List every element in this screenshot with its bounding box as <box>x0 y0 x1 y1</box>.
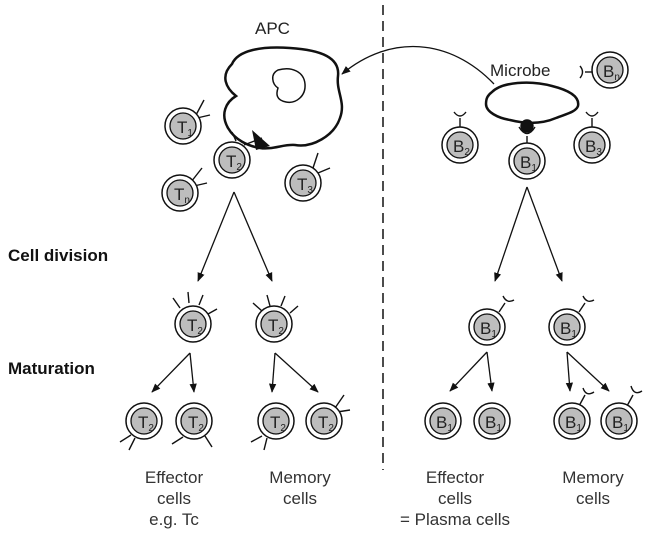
cell-b1-memory-2 <box>600 385 643 440</box>
cell-t2 <box>213 131 263 179</box>
t-effector-caption-line-3: e.g. Tc <box>149 510 199 529</box>
cell-b1-division-right <box>548 295 595 346</box>
cell-b2 <box>441 111 479 164</box>
cell-t2-effector-2-letter: T2 <box>188 413 204 434</box>
b-arrows <box>449 186 610 392</box>
cell-bn <box>579 51 629 89</box>
cell-b1-effector-2 <box>473 402 511 440</box>
cell-b1-effector-1-letter: B1 <box>436 413 453 434</box>
cell-t2-division-left <box>172 291 218 343</box>
cell-t2-memory-2-letter: T2 <box>318 413 334 434</box>
uptake-arrow <box>341 46 495 85</box>
cell-b1-division-left <box>468 295 515 346</box>
t-memory-caption: Memory cells <box>250 467 350 509</box>
b-memory-caption-line-2: cells <box>575 489 610 508</box>
cell-b1-letter: B1 <box>520 153 537 174</box>
t-effector-caption: Effector cells e.g. Tc <box>124 467 224 530</box>
cell-bn-letter: Bn <box>603 62 620 83</box>
cell-tn-letter: Tn <box>174 185 190 206</box>
cell-t2-memory-1 <box>250 402 295 451</box>
cell-b2-letter: B2 <box>453 137 470 158</box>
t-effector-caption-line-1: Effector <box>144 468 204 487</box>
cell-t2-memory-1-letter: T2 <box>270 413 286 434</box>
cell-t3-letter: T3 <box>297 175 313 196</box>
b-effector-caption-line-1: Effector <box>425 468 485 487</box>
cell-t1-letter: T1 <box>177 118 193 139</box>
cell-b3 <box>573 111 611 164</box>
cell-b1-division-right-letter: B1 <box>560 319 577 340</box>
cell-letters: T1 T2 Tn T3 T2 T2 T2 T2 T2 T2 Bn B2 B1 B… <box>138 62 629 434</box>
microbe-label: Microbe <box>490 61 551 80</box>
cell-t2-memory-2 <box>305 394 351 440</box>
t-arrows <box>151 191 319 393</box>
apc-label: APC <box>255 19 290 38</box>
cell-b1 <box>508 119 546 180</box>
b-effector-caption-line-2: cells <box>437 489 472 508</box>
b-memory-caption-line-1: Memory <box>562 468 624 487</box>
apc-nucleus <box>272 68 306 104</box>
cell-t2-division-right-letter: T2 <box>268 316 284 337</box>
cell-b1-memory-1 <box>553 387 595 440</box>
cell-t2-effector-1 <box>119 402 163 451</box>
microbe-shape <box>484 81 580 124</box>
cell-b3-letter: B3 <box>585 137 602 158</box>
cell-b1-memory-1-letter: B1 <box>565 413 582 434</box>
cell-b1-effector-2-letter: B1 <box>485 413 502 434</box>
b-memory-caption: Memory cells <box>548 467 638 509</box>
t-memory-caption-line-2: cells <box>282 489 317 508</box>
cell-b1-division-left-letter: B1 <box>480 319 497 340</box>
cell-t2-effector-1-letter: T2 <box>138 413 154 434</box>
cell-t2-division-right <box>252 294 299 343</box>
cell-b1-effector-1 <box>424 402 462 440</box>
cell-t2-effector-2 <box>171 402 213 448</box>
cell-t3 <box>284 152 331 202</box>
b-effector-caption: Effector cells = Plasma cells <box>390 467 520 530</box>
b-effector-caption-line-3: = Plasma cells <box>399 510 511 529</box>
cell-t1 <box>164 99 211 145</box>
cell-t2-letter: T2 <box>226 152 242 173</box>
cell-t2-division-left-letter: T2 <box>187 316 203 337</box>
cell-b1-memory-2-letter: B1 <box>612 413 629 434</box>
mhc-triangle <box>252 130 270 150</box>
cell-tn <box>161 167 208 212</box>
maturation-label: Maturation <box>8 359 95 378</box>
t-memory-caption-line-1: Memory <box>269 468 331 487</box>
cell-division-label: Cell division <box>8 246 109 265</box>
t-effector-caption-line-2: cells <box>156 489 191 508</box>
